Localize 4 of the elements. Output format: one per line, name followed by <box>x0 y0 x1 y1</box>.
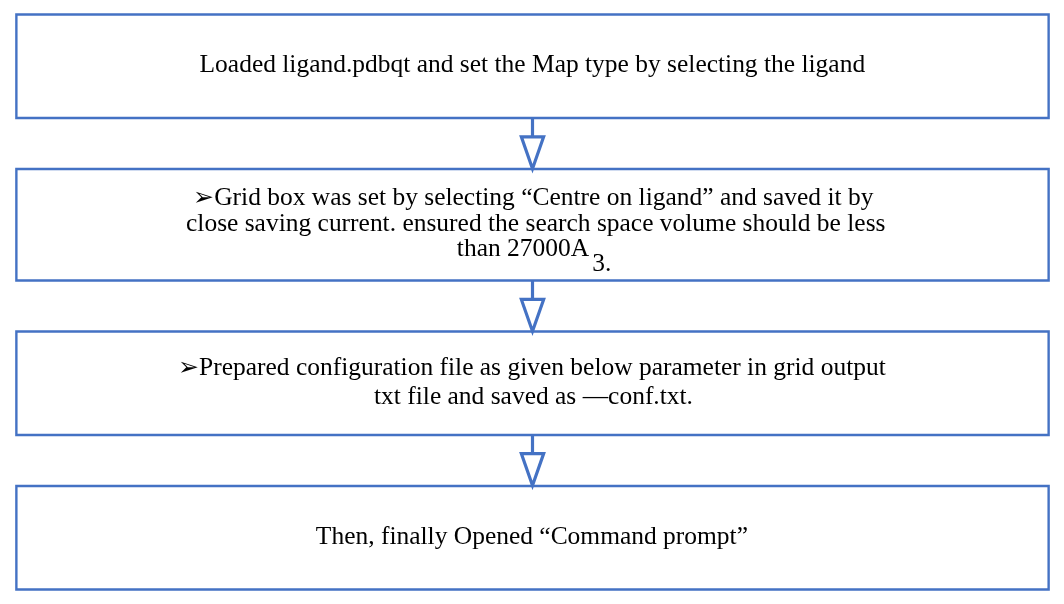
arrow <box>518 280 546 337</box>
node-box: ➢Prepared configuration file as given below parameter in grid output txt file and saved as —conf.txt. <box>14 330 1050 437</box>
node-box: Then, finally Opened “Command prompt” <box>14 484 1050 591</box>
node-box: Loaded ligand.pdbqt and set the Map type by selecting the ligand <box>14 13 1050 120</box>
